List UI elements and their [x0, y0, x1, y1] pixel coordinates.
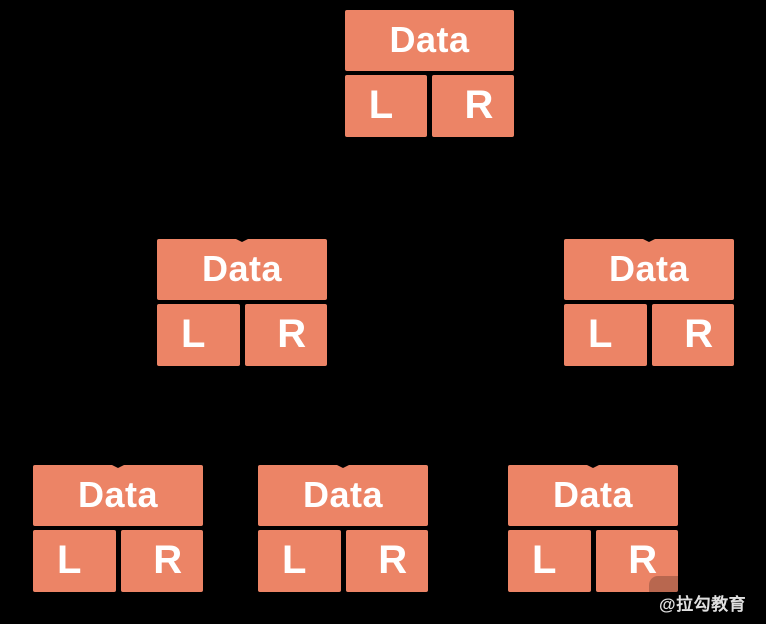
node-right-pointer-cell: R	[345, 530, 428, 592]
node-right-pointer-cell: R	[595, 530, 678, 592]
node-data-field: Data	[345, 10, 514, 71]
node-data-field: Data	[508, 465, 678, 526]
node-right-pointer-label: R	[684, 311, 714, 356]
tree-node-level2-left: Data L R	[157, 239, 327, 366]
tree-node-level3-right: Data L R	[508, 465, 678, 592]
node-left-pointer-cell: L	[345, 75, 427, 137]
node-left-pointer-cell: L	[258, 530, 341, 592]
node-right-pointer-cell: R	[120, 530, 203, 592]
node-data-field: Data	[564, 239, 734, 300]
node-data-field: Data	[157, 239, 327, 300]
node-pointer-row: L R	[508, 530, 678, 592]
node-left-pointer-cell: L	[564, 304, 647, 366]
node-right-pointer-label: R	[378, 537, 408, 582]
node-right-pointer-label: R	[153, 537, 183, 582]
tree-node-level2-right: Data L R	[564, 239, 734, 366]
node-data-label: Data	[77, 473, 159, 515]
tree-node-level3-left: Data L R	[33, 465, 203, 592]
node-data-label: Data	[608, 247, 690, 289]
node-data-label: Data	[552, 473, 634, 515]
node-data-label: Data	[201, 247, 283, 289]
node-right-pointer-label: R	[464, 82, 494, 127]
node-left-pointer-label: L	[368, 82, 394, 127]
watermark-badge-shape	[649, 576, 687, 602]
watermark-label: @拉勾教育	[659, 595, 747, 614]
node-left-pointer-label: L	[588, 311, 613, 356]
node-left-pointer-label: L	[532, 537, 557, 582]
node-left-pointer-cell: L	[157, 304, 240, 366]
node-pointer-row: L R	[33, 530, 203, 592]
node-right-pointer-cell: R	[651, 304, 734, 366]
node-right-pointer-cell: R	[244, 304, 327, 366]
node-right-pointer-label: R	[277, 311, 307, 356]
node-right-pointer-cell: R	[432, 75, 514, 137]
tree-node-root: Data L R	[345, 10, 514, 137]
node-data-field: Data	[258, 465, 428, 526]
node-pointer-row: L R	[564, 304, 734, 366]
node-left-pointer-label: L	[282, 537, 307, 582]
node-pointer-row: L R	[157, 304, 327, 366]
node-data-label: Data	[302, 473, 384, 515]
node-data-label: Data	[389, 18, 470, 60]
node-pointer-row: L R	[258, 530, 428, 592]
node-left-pointer-label: L	[181, 311, 206, 356]
tree-node-level3-middle: Data L R	[258, 465, 428, 592]
node-data-field: Data	[33, 465, 203, 526]
node-pointer-row: L R	[345, 75, 514, 137]
node-left-pointer-label: L	[57, 537, 82, 582]
node-left-pointer-cell: L	[33, 530, 116, 592]
node-left-pointer-cell: L	[508, 530, 591, 592]
node-right-pointer-label: R	[628, 537, 658, 582]
